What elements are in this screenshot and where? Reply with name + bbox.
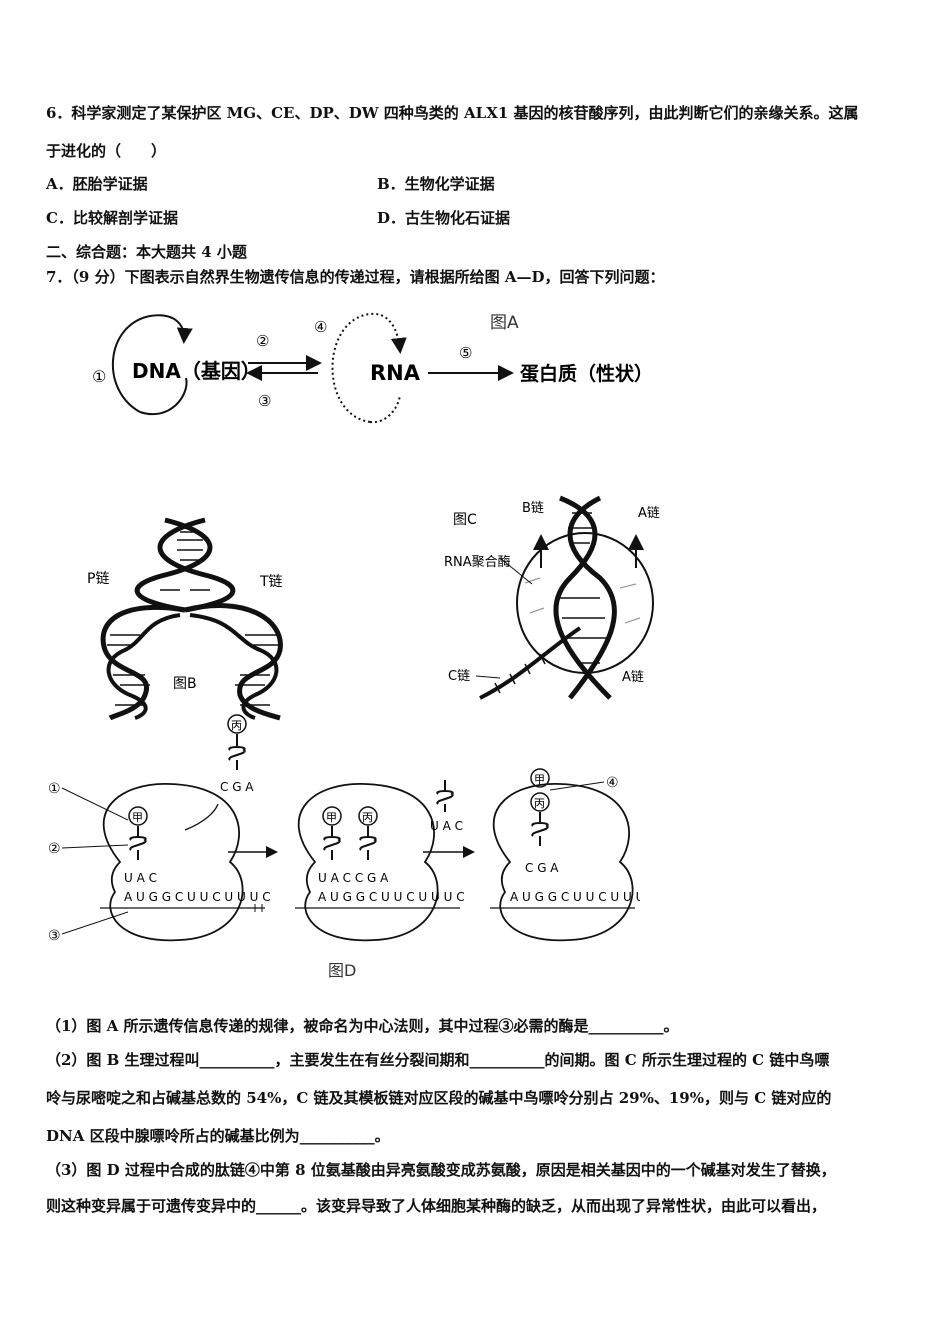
fig-d-r3-bing: 丙 (534, 797, 545, 810)
fig-a-protein: 蛋白质（性状） (520, 362, 653, 385)
fig-a-num-4: ④ (314, 318, 327, 336)
fig-a-label: 图A (490, 313, 519, 333)
fig-d-r2-mrna: A U G G C U U C U U U C (318, 890, 465, 904)
fig-d-num-1: ① (48, 781, 61, 797)
q7-part2-line2: 呤与尿嘧啶之和占碱基总数的 54%，C 链及其模板链对应区段的碱基中鸟嘌呤分别占… (46, 1089, 832, 1107)
figure-d: 丙 C G A ① ② ③ 甲 U A C A U G G C U U C U … (48, 714, 640, 980)
figure-b: P链 T链 图B (87, 517, 283, 721)
fig-d-top-cga: C G A (220, 780, 254, 794)
fig-d-r2-bing: 丙 (362, 811, 373, 824)
figure-c: 图C B链 A链 RNA聚合酶 C链 A链 (444, 495, 660, 700)
fig-d-label: 图D (328, 961, 356, 980)
q6-option-a: A．胚胎学证据 (46, 175, 148, 193)
q6-stem-line2: 于进化的（ ） (46, 142, 167, 160)
fig-d-free-uac: U A C (430, 819, 463, 833)
fig-d-r1-jia: 甲 (132, 811, 143, 824)
q6-option-d: D．古生物化石证据 (377, 209, 511, 227)
q7-part2-line3: DNA 区段中腺嘌呤所占的碱基比例为__________。 (46, 1127, 390, 1145)
q7-part2-line1: （2）图 B 生理过程叫__________，主要发生在有丝分裂间期和_____… (46, 1051, 830, 1069)
q7-part3-line2: 则这种变异属于可遗传变异中的______。该变异导致了人体细胞某种酶的缺乏，从而… (46, 1197, 827, 1215)
fig-a-dna: DNA（基因） (132, 359, 261, 383)
fig-b-p-chain: P链 (87, 571, 109, 587)
fig-d-num-3: ③ (48, 928, 61, 944)
fig-c-rna-polymerase: RNA聚合酶 (444, 554, 511, 570)
fig-d-r3-jia: 甲 (534, 773, 545, 786)
fig-c-a-chain-top: A链 (638, 506, 660, 521)
fig-c-b-chain: B链 (522, 501, 544, 516)
fig-b-label: 图B (173, 676, 197, 692)
q7-part1: （1）图 A 所示遗传信息传递的规律，被命名为中心法则，其中过程③必需的酶是__… (46, 1017, 679, 1035)
fig-d-r3-mrna: A U G G C U U C U U U C (510, 890, 640, 904)
fig-b-t-chain: T链 (259, 574, 283, 590)
fig-a-num-5: ⑤ (459, 344, 472, 362)
fig-d-r1-mrna: A U G G C U U C U U U C (124, 890, 271, 904)
figure-a: 图A ① DNA（基因） ② ③ ④ RNA ⑤ 蛋白质（性状） (92, 312, 653, 424)
fig-c-label: 图C (453, 512, 477, 528)
q7-intro: 7．（9 分）下图表示自然界生物遗传信息的传递过程，请根据所给图 A—D，回答下… (46, 268, 665, 286)
fig-c-a-chain-bottom: A链 (622, 670, 644, 685)
q6-stem-line1: 6．科学家测定了某保护区 MG、CE、DP、DW 四种鸟类的 ALX1 基因的核… (46, 104, 859, 122)
fig-c-c-chain: C链 (448, 669, 470, 684)
fig-a-rna: RNA (370, 361, 421, 385)
q7-part3-line1: （3）图 D 过程中合成的肽链④中第 8 位氨基酸由异亮氨酸变成苏氨酸，原因是相… (46, 1161, 836, 1179)
fig-a-num-2: ② (256, 332, 269, 350)
fig-a-num-1: ① (92, 367, 106, 386)
q6-option-c: C．比较解剖学证据 (46, 209, 178, 227)
fig-d-num-4: ④ (606, 775, 619, 791)
fig-d-top-bing: 丙 (231, 719, 242, 732)
fig-d-r2-uaccga: U A C C G A (318, 871, 389, 885)
fig-d-r2-jia: 甲 (326, 811, 337, 824)
fig-d-r1-uac: U A C (124, 871, 157, 885)
fig-a-num-3: ③ (258, 392, 271, 410)
fig-d-r3-cga: C G A (525, 861, 559, 875)
fig-d-num-2: ② (48, 841, 61, 857)
section-heading: 二、综合题：本大题共 4 小题 (46, 243, 247, 261)
q6-option-b: B．生物化学证据 (377, 175, 495, 193)
